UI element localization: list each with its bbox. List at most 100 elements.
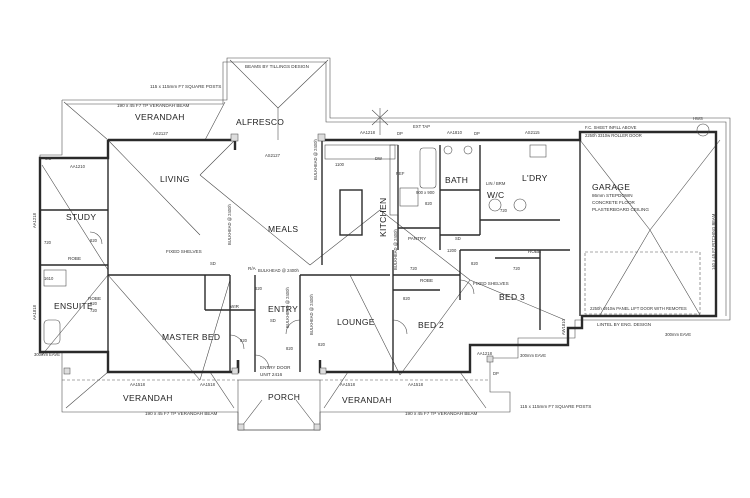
window-as2115: AS2115 (525, 130, 540, 135)
roof-hips (41, 139, 721, 381)
north-arrow-icon (371, 108, 389, 135)
hws-icon (696, 123, 710, 137)
dim-820-bath: 820 (425, 201, 433, 206)
bathtub (419, 147, 437, 189)
room-label-verandah-front-left: VERANDAH (123, 393, 173, 403)
kitchen-bench-side (389, 144, 399, 216)
dim-720-robe3: 720 (513, 266, 521, 271)
post (317, 133, 326, 142)
window-aa1218-bed3: AA1218 (477, 351, 493, 356)
walls (38, 130, 718, 374)
laundry-tub (529, 144, 547, 158)
ensuite-vanity (43, 319, 61, 345)
door-swing (229, 334, 245, 350)
toilet (488, 198, 502, 212)
room-label-verandah-rear: VERANDAH (135, 112, 185, 122)
room-label-robe-bed3: ROBE (528, 249, 541, 254)
note-eave-mid: 300mm EAVE (520, 353, 546, 358)
window-aa1518-3: AA1518 (340, 382, 356, 387)
door-swing (285, 319, 301, 335)
window-as2127-mid: AS2127 (265, 153, 281, 158)
window-aa1218-side: AA1218 (32, 212, 37, 228)
post (231, 367, 239, 375)
room-label-bath: BATH (445, 175, 468, 185)
window-codes: AS2127 AS2127 AA1210 AA1218 AA1810 AS211… (32, 130, 566, 387)
post (237, 423, 245, 431)
dim-1610: 1610 (44, 276, 54, 281)
room-label-study: STUDY (66, 212, 96, 222)
window-aa1518-4: AA1518 (408, 382, 424, 387)
note-eave-left: 300mm EAVE (34, 352, 60, 357)
door-swing (254, 354, 270, 370)
note-verandah-beam-br: 190 x 45 F7 TP VERANDAH BEAM (405, 411, 478, 416)
kitchen-island (339, 189, 363, 236)
room-label-ldry: L'DRY (522, 173, 548, 183)
room-label-pantry: PANTRY (408, 236, 426, 241)
room-label-meals: MEALS (268, 224, 298, 234)
dim-720-study: 720 (44, 240, 52, 245)
note-sd1: SD (455, 236, 461, 241)
room-label-robe-study: ROBE (68, 256, 81, 261)
dim-820-ens: 820 (90, 301, 98, 306)
note-bulkhead-pantry: BULKHEAD @ 2400h (393, 229, 398, 270)
room-label-garage: GARAGE (592, 182, 630, 192)
note-sheet-infill: F.C. SHEET INFILL ABOVE (585, 125, 637, 130)
note-bulkhead-entry: BULKHEAD @ 2400h (285, 287, 290, 328)
window-aa1810: AA1810 (447, 130, 463, 135)
dim-820-entry: 820 (286, 346, 294, 351)
room-label-lin-brm: LIN / BRM (486, 181, 506, 186)
room-label-ensuite: ENSUITE (54, 301, 93, 311)
room-label-kitchen: KITCHEN (378, 198, 388, 237)
room-label-entry: ENTRY (268, 304, 298, 314)
room-label-hws: HWS (693, 116, 703, 121)
basin (463, 145, 473, 155)
note-bulkhead-ra: BULKHEAD @ 2400h (258, 268, 299, 273)
note-entry-door-l2: UNIT 2416 (260, 372, 283, 377)
post (313, 423, 321, 431)
note-fixed-shelves-bed3: FIXED SHELVES (473, 281, 509, 286)
room-label-porch: PORCH (268, 392, 300, 402)
note-bulkhead-lounge: BULKHEAD @ 2400h (309, 294, 314, 335)
dim-820-wir: 820 (240, 338, 248, 343)
room-label-wc: W/C (487, 190, 504, 200)
post (230, 133, 239, 142)
note-bulkhead-meals: BULKHEAD @ 2400h (227, 204, 232, 245)
note-ext-tap: EXT TAP (413, 124, 430, 129)
ensuite-shower (43, 269, 67, 287)
dim-1100: 1100 (335, 162, 345, 167)
room-label-alfresco: ALFRESCO (236, 117, 284, 127)
note-alfresco-beams: BEAMS BY TILLINGS DESIGN (245, 64, 309, 69)
note-garage-door: 2250h 4910w PANEL LIFT DOOR WITH REMOTES (590, 306, 687, 311)
room-label-master-bed: MASTER BED (162, 332, 220, 342)
note-square-posts-bottom: 115 x 115mm F7 SQUARE POSTS (520, 404, 591, 409)
window-aa1518-2: AA1518 (200, 382, 216, 387)
dim-820-bed2: 820 (403, 296, 411, 301)
room-label-robe-master: ROBE (88, 296, 101, 301)
note-dp2: DP (474, 131, 480, 136)
basin (443, 145, 453, 155)
note-entry-door-l1: ENTRY DOOR (260, 365, 291, 370)
washer (513, 198, 527, 212)
room-label-lounge: LOUNGE (337, 317, 375, 327)
room-label-robe-bed2: ROBE (420, 278, 433, 283)
note-dp1: DP (397, 131, 403, 136)
window-aa1518-1: AA1518 (130, 382, 146, 387)
room-labels: ALFRESCO VERANDAH LIVING MEALS KITCHEN S… (54, 112, 703, 405)
post (319, 367, 327, 375)
note-square-posts-top: 115 x 115mm F7 SQUARE POSTS (150, 84, 221, 89)
window-aw-side: AW1810 (561, 318, 566, 335)
note-dp3: DP (493, 371, 499, 376)
dim-820-study: 820 (90, 238, 98, 243)
note-verandah-beam-bl: 190 x 45 F7 TP VERANDAH BEAM (145, 411, 218, 416)
kitchen-bench (324, 144, 396, 160)
note-garage-l2: CONCRETE FLOOR (592, 200, 636, 205)
note-roller-door: 2250h 3310w ROLLER DOOR (585, 133, 642, 138)
note-lintel: LINTEL BY ENG. DESIGN (597, 322, 651, 327)
dim-1200: 1200 (447, 248, 457, 253)
dim-820-lounge: 820 (318, 342, 326, 347)
note-ref: REF (396, 171, 405, 176)
room-label-wir: WIR (230, 304, 240, 309)
dim-720-robe2: 720 (410, 266, 418, 271)
dim-720-ens: 720 (90, 308, 98, 313)
